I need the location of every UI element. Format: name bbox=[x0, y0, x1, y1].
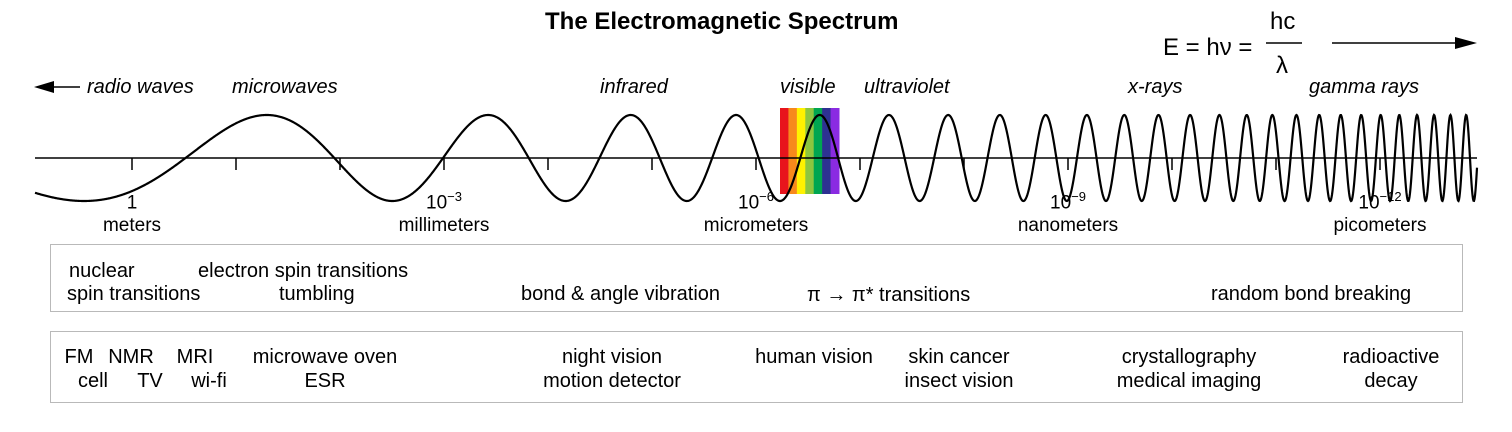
bond-vibration-label: bond & angle vibration bbox=[521, 283, 721, 305]
fm-label: FM bbox=[64, 346, 94, 368]
nmr-label: NMR bbox=[108, 346, 154, 368]
nuclear-label: nuclear bbox=[69, 260, 135, 282]
scale-value-1: 1 bbox=[126, 192, 138, 214]
insect-vision-label: insect vision bbox=[904, 370, 1014, 392]
visible-color-bar bbox=[813, 108, 823, 194]
tv-label: TV bbox=[137, 370, 163, 392]
band-label-microwaves: microwaves bbox=[232, 76, 338, 98]
motion-detector-label: motion detector bbox=[543, 370, 681, 392]
scale-unit-nanometers: nanometers bbox=[1017, 215, 1119, 236]
scale-unit-meters: meters bbox=[102, 215, 162, 236]
mri-label: MRI bbox=[176, 346, 214, 368]
band-label-radio-waves: radio waves bbox=[87, 76, 194, 98]
band-label-visible: visible bbox=[780, 76, 836, 98]
visible-color-bar bbox=[822, 108, 832, 194]
electron-spin-transitions-label: electron spin transitions bbox=[198, 260, 409, 282]
esr-label: ESR bbox=[304, 370, 346, 392]
visible-color-bar bbox=[780, 108, 789, 194]
scale-unit-millimeters: millimeters bbox=[398, 215, 490, 236]
human-vision-label: human vision bbox=[755, 346, 873, 368]
scale-value-nano: 10−9 bbox=[1050, 189, 1086, 214]
band-label-gamma-rays: gamma rays bbox=[1309, 76, 1420, 98]
scale-unit-picometers: picometers bbox=[1333, 215, 1427, 236]
wifi-label: wi-fi bbox=[191, 370, 227, 392]
visible-color-bar bbox=[805, 108, 815, 194]
night-vision-label: night vision bbox=[561, 346, 663, 368]
scale-value-pico: 10−12 bbox=[1358, 189, 1402, 214]
crystallography-label: crystallography bbox=[1121, 346, 1257, 368]
band-label-x-rays: x-rays bbox=[1128, 76, 1183, 98]
spin-transitions-label: spin transitions bbox=[67, 283, 201, 305]
visible-color-bar bbox=[788, 108, 798, 194]
skin-cancer-label: skin cancer bbox=[908, 346, 1010, 368]
applications-box: FM cell NMR TV MRI wi-fi microwave oven … bbox=[50, 331, 1463, 403]
transitions-box: nuclear spin transitions electron spin t… bbox=[50, 244, 1463, 312]
energy-equation-lhs: E = hν = bbox=[1163, 34, 1253, 61]
axis-ticks bbox=[131, 158, 1381, 170]
left-arrow-icon bbox=[34, 81, 80, 93]
radioactive-label: radioactive bbox=[1342, 346, 1440, 368]
page-title: The Electromagnetic Spectrum bbox=[545, 8, 899, 35]
pi-transitions-label: π → π* transitions bbox=[807, 284, 971, 306]
visible-spectrum-bars bbox=[780, 108, 840, 194]
band-label-ultraviolet: ultraviolet bbox=[864, 76, 950, 98]
medical-imaging-label: medical imaging bbox=[1116, 370, 1262, 392]
wave-curve bbox=[34, 113, 1479, 203]
scale-value-micro: 10−6 bbox=[738, 189, 774, 214]
visible-color-bar bbox=[830, 108, 840, 194]
energy-arrow-icon bbox=[1332, 37, 1477, 49]
bond-breaking-label: random bond breaking bbox=[1211, 283, 1412, 305]
band-label-infrared: infrared bbox=[600, 76, 668, 98]
decay-label: decay bbox=[1364, 370, 1418, 392]
cell-label: cell bbox=[77, 370, 109, 392]
scale-value-milli: 10−3 bbox=[426, 189, 462, 214]
energy-equation-numerator: hc bbox=[1270, 8, 1296, 35]
microwave-oven-label: microwave oven bbox=[252, 346, 398, 368]
tumbling-label: tumbling bbox=[279, 283, 355, 305]
scale-unit-micrometers: micrometers bbox=[703, 215, 809, 236]
energy-equation-denominator: λ bbox=[1276, 52, 1288, 79]
